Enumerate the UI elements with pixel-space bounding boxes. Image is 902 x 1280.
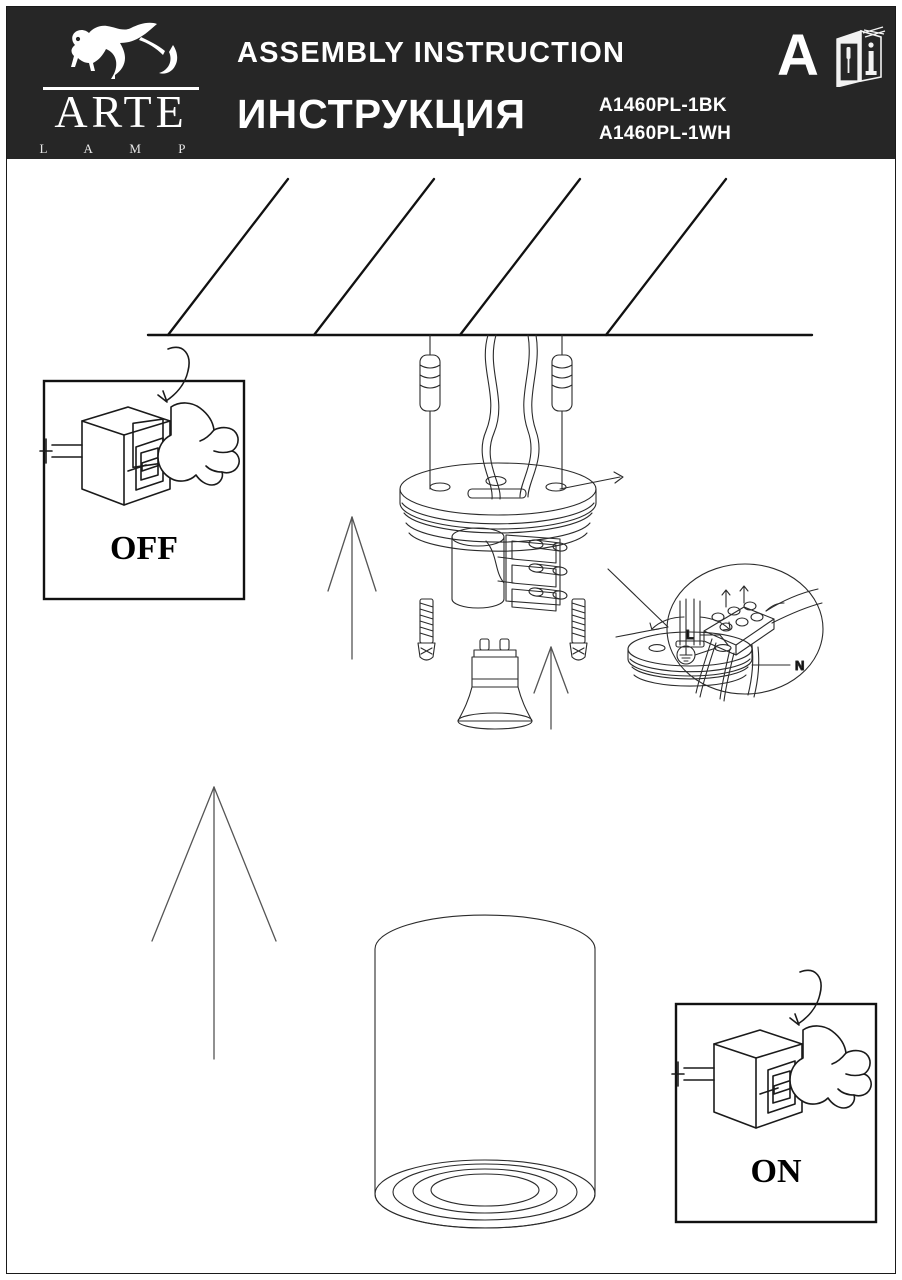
- off-label: OFF: [110, 530, 178, 567]
- leader-line-icon: [559, 471, 624, 490]
- supply-cable-icon: [481, 334, 540, 500]
- model-number-wh: A1460PL-1WH: [599, 123, 732, 144]
- brand-name: ARTE: [54, 86, 188, 137]
- booklet-info-screwdriver-icon: [836, 26, 886, 87]
- wall-anchor-dowel-icon: [419, 334, 441, 490]
- mounting-plate-icon: [399, 462, 597, 552]
- wiring-detail-circle: [666, 563, 824, 695]
- assembly-diagram: L N: [0, 159, 902, 1280]
- cylinder-lamp-body-icon: [374, 914, 596, 1229]
- arrow-up-icon: [327, 516, 377, 660]
- earth-ground-icon: [676, 645, 717, 665]
- power-on-panel: ON: [671, 969, 878, 1224]
- title-english: ASSEMBLY INSTRUCTION: [237, 37, 626, 69]
- neutral-label: N: [795, 658, 804, 673]
- on-label: ON: [751, 1153, 802, 1190]
- arrow-up-icon: [533, 646, 569, 730]
- terminal-block-icon: [451, 527, 568, 612]
- ceiling-hatch: [166, 177, 728, 337]
- winged-lion-griffin-icon: [71, 22, 178, 79]
- gu10-bulb-icon: [457, 638, 533, 730]
- header-bar: ARTE L A M P ASSEMBLY INSTRUCTION ИНСТРУ…: [7, 7, 895, 159]
- brand-logo: ARTE L A M P: [29, 13, 209, 159]
- live-label: L: [686, 627, 694, 642]
- mounting-plate-icon: [627, 598, 753, 687]
- logo-divider: [43, 87, 199, 90]
- arrow-up-icon: [151, 786, 277, 1060]
- mounting-screw-icon: [569, 598, 588, 661]
- brand-subtitle: L A M P: [39, 141, 203, 156]
- model-number-bk: A1460PL-1BK: [599, 95, 727, 116]
- wall-anchor-dowel-icon: [551, 334, 573, 490]
- sheet-letter: A: [777, 23, 819, 88]
- leader-line-icon: [607, 568, 669, 638]
- title-russian: ИНСТРУКЦИЯ: [237, 91, 526, 137]
- terminal-block-icon: [676, 585, 823, 702]
- mounting-screw-icon: [417, 598, 436, 661]
- power-off-panel: OFF: [39, 346, 246, 601]
